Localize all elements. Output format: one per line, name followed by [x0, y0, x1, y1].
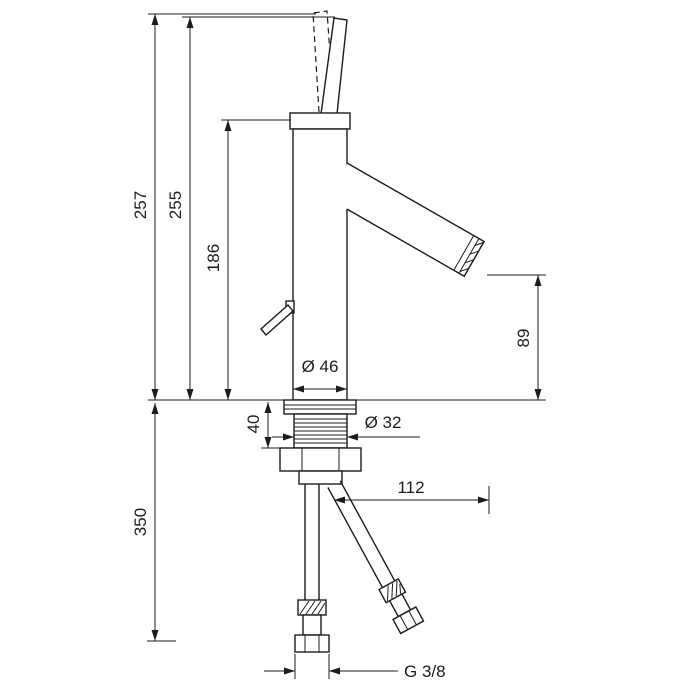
dimension-lines — [151, 14, 542, 675]
hose-left-tube — [304, 484, 320, 600]
dim-label-40: 40 — [244, 415, 263, 434]
supply-hose-left — [294, 484, 330, 653]
aerator-hatch — [459, 241, 484, 272]
spout — [337, 162, 486, 278]
hose-right-connector-nut — [392, 606, 425, 635]
popup-rod-lever — [260, 303, 294, 337]
shank-threads — [294, 418, 347, 444]
mounting-nut-facets — [301, 448, 340, 471]
spout-fill — [337, 163, 485, 277]
lever-handle — [320, 17, 348, 115]
ext-g38 — [294, 654, 330, 679]
dimension-labels: 257 255 186 89 Ø 46 40 Ø 32 112 350 G 3/… — [131, 191, 533, 681]
dim-label-dia32: Ø 32 — [365, 413, 402, 432]
hose-right-tube — [327, 480, 396, 588]
escutcheon-ridges — [284, 404, 356, 410]
extension-lines — [147, 13, 546, 679]
below-counter-hardware — [279, 399, 362, 485]
faucet-above-counter — [260, 10, 486, 401]
dim-label-g38: G 3/8 — [404, 662, 446, 681]
hose-right-crimp-hatch — [386, 580, 402, 601]
hose-manifold — [298, 470, 343, 485]
dim-label-255: 255 — [166, 191, 185, 219]
hose-left-connector-nut — [294, 634, 330, 653]
dim-label-dia46: Ø 46 — [302, 357, 339, 376]
escutcheon — [283, 399, 357, 415]
dim-label-186: 186 — [204, 244, 223, 272]
hose-left-neck — [302, 614, 322, 636]
dim-label-350: 350 — [131, 508, 150, 536]
spout-outline — [346, 162, 486, 278]
cartridge-cap — [289, 112, 351, 130]
aerator-band-lines — [453, 235, 480, 274]
supply-hose-right — [327, 480, 425, 635]
hose-left-nut-facets — [304, 635, 320, 652]
dim-label-89: 89 — [514, 329, 533, 348]
hose-left-crimp-hatch — [299, 600, 326, 615]
dim-label-257: 257 — [131, 191, 150, 219]
mounting-nut — [279, 447, 362, 472]
dim-label-112: 112 — [397, 478, 424, 497]
hose-right-nut-facets — [399, 610, 417, 630]
